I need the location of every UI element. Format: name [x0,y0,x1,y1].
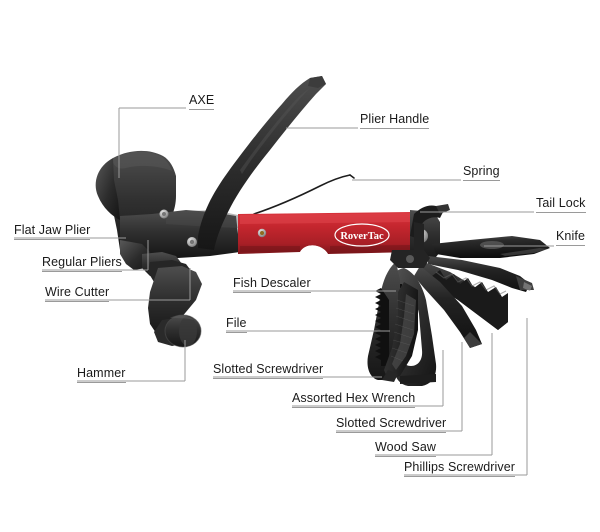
label-spring: Spring [463,164,500,181]
slotted-screwdriver-1-blade [382,370,398,382]
wood-saw-blade [420,262,508,330]
label-flat-jaw-plier: Flat Jaw Plier [14,223,91,240]
label-plier-handle: Plier Handle [360,112,430,129]
label-assorted-hex-wrench: Assorted Hex Wrench [292,391,416,408]
phillips-screwdriver-blade [428,256,534,292]
brand-logo: RoverTac [334,223,390,247]
spring-wire [253,174,355,215]
label-fish-descaler: Fish Descaler [233,276,311,293]
red-handle: RoverTac [238,212,414,254]
label-file: File [226,316,247,333]
plier-handle-arm [198,76,326,250]
label-tail-lock: Tail Lock [536,196,586,213]
label-knife: Knife [556,229,585,246]
leader-lines [14,107,554,476]
svg-text:RoverTac: RoverTac [340,231,384,242]
slotted-screwdriver-2-blade [414,266,482,348]
hammer-assembly [148,266,202,348]
file-blade [384,282,418,380]
label-phillips-screwdriver: Phillips Screwdriver [404,460,516,477]
knife-blade [432,236,550,258]
frame-rivets [159,209,197,247]
label-wood-saw: Wood Saw [375,440,437,457]
label-axe: AXE [189,93,215,110]
tool-group: RoverTac [95,76,550,386]
label-wire-cutter: Wire Cutter [45,285,110,302]
label-slotted-screwdriver-2: Slotted Screwdriver [336,416,447,433]
fan-pivot-collar [390,250,430,268]
label-hammer: Hammer [77,366,126,383]
label-regular-pliers: Regular Pliers [42,255,122,272]
label-slotted-screwdriver-1: Slotted Screwdriver [213,362,324,379]
